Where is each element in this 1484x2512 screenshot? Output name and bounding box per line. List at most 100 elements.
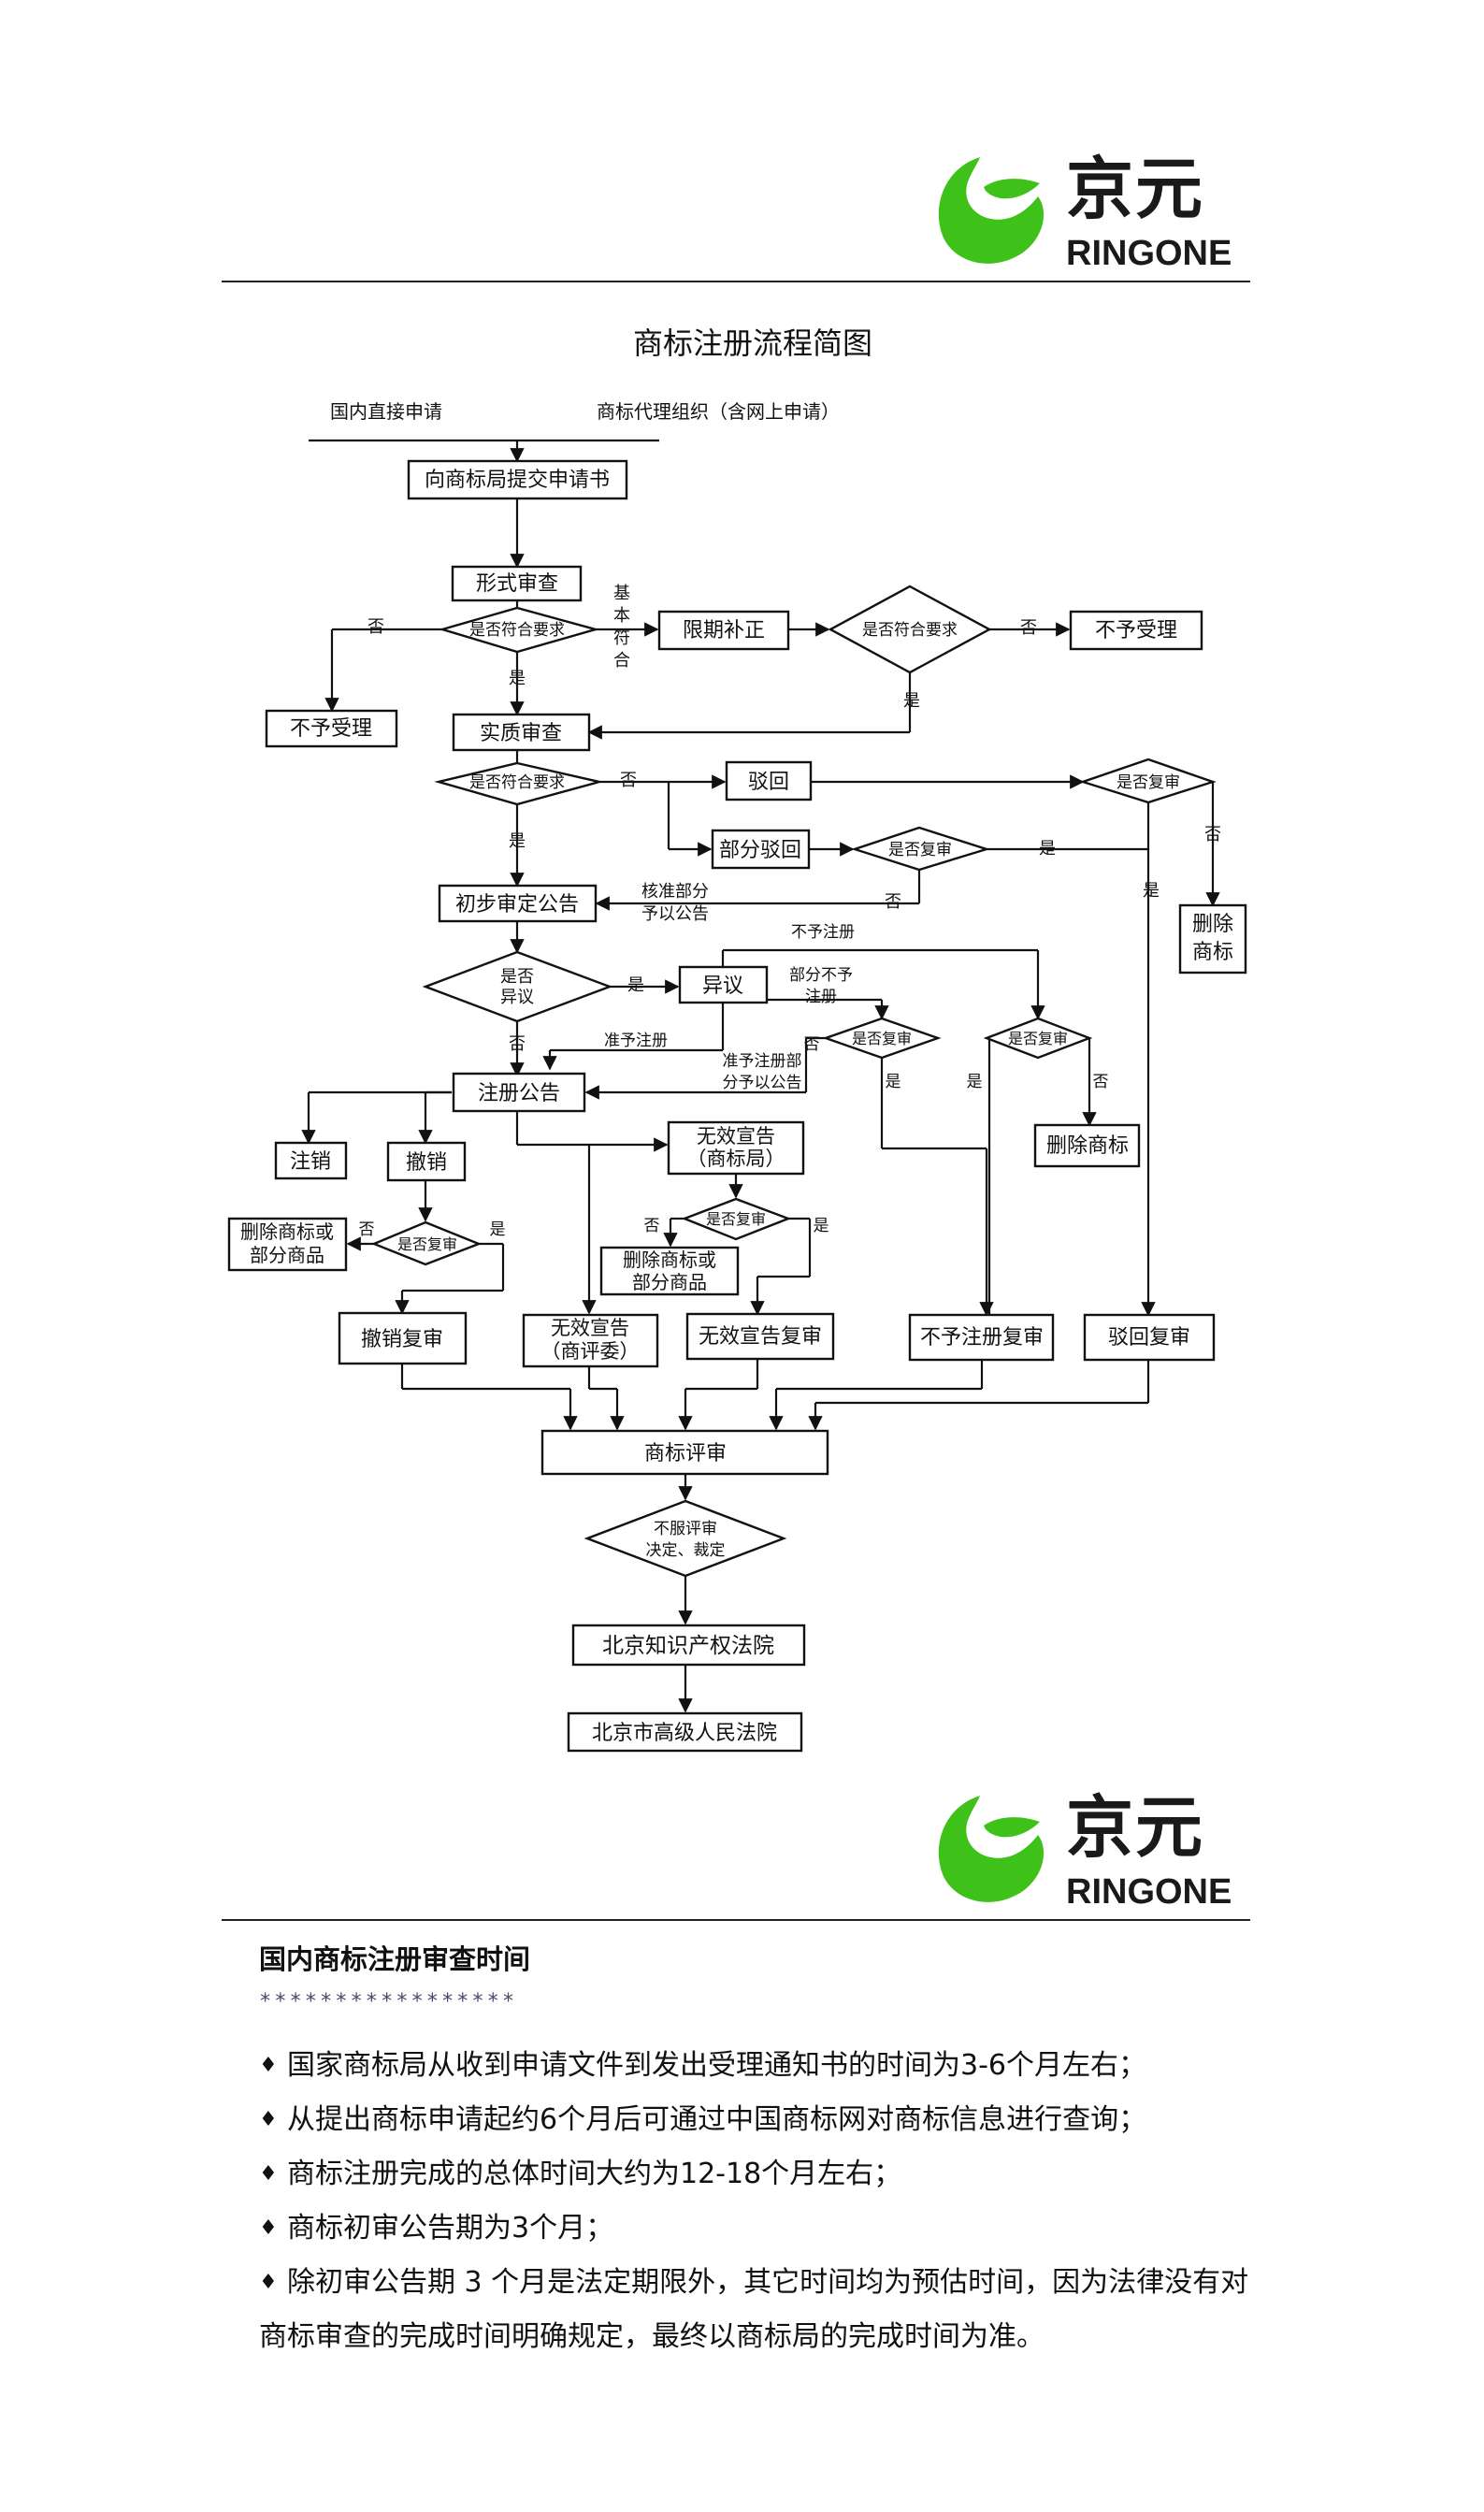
label-no-b: 否 [885,892,901,912]
diamond-review-f [681,1197,792,1241]
box-board-review [540,1429,829,1476]
label-delete-goods-1: 删除商标或 [240,1220,334,1243]
label-d-review-a: 是否复审 [1117,773,1180,792]
label-refuse-review: 驳回复审 [1108,1326,1190,1350]
label-reg-notice: 注册公告 [478,1082,560,1105]
label-part-no-reg-2: 注册 [805,988,837,1006]
label-substantive: 实质审查 [480,722,562,745]
label-no-c: 否 [804,1035,820,1054]
box-revoke-review [338,1311,468,1365]
label-reject-accept: 不予受理 [290,717,372,741]
box-invalid-board [522,1313,659,1368]
brand-name-en-2: RINGONE [1066,1872,1232,1912]
section-title: 国内商标注册审查时间 [259,1943,531,1975]
label-yes-e: 是 [490,1220,506,1239]
box-cancel-out [274,1141,348,1180]
trademark-flowchart: 商标注册流程简图 [227,325,1247,1753]
label-no-d: 否 [1093,1073,1109,1091]
label-revoke-review: 撤销复审 [361,1328,443,1351]
box-refuse-review [1083,1313,1216,1362]
label-refuse: 驳回 [748,771,789,794]
label-reg-part-1: 准予注册部 [723,1052,802,1071]
label-basic-3: 符 [613,628,630,648]
label-submit: 向商标局提交申请书 [425,469,610,492]
bullet-item-3: ♦商标注册完成的总体时间大约为12-18个月左右； [259,2147,1255,2202]
bullet-text-3: 商标注册完成的总体时间大约为12-18个月左右； [287,2158,902,2190]
box-refuse [725,760,813,801]
label-d-review-f: 是否复审 [706,1210,766,1228]
diamond-objection [422,950,613,1023]
header-rule-top [222,281,1250,282]
label-d-obj-1: 是否 [500,967,534,987]
label-part-no-reg-1: 部分不予 [789,966,853,985]
diamond-review-e [370,1220,483,1266]
box-reg-notice [452,1072,586,1113]
brand-name-cn: 京元 [1066,150,1205,228]
box-objection [678,965,769,1004]
box-high-court [567,1711,803,1753]
label-yes-3: 是 [509,831,526,851]
label-src-direct: 国内直接申请 [330,400,442,423]
box-reject-accept-2 [1069,610,1203,651]
label-cancel-out: 注销 [290,1150,331,1174]
box-ip-court [571,1624,806,1667]
label-no-obj: 否 [509,1034,526,1054]
box-revoke [386,1141,467,1182]
label-invalid-bureau-2: （商标局） [687,1148,785,1170]
label-d-appeal-2: 决定、裁定 [646,1541,726,1560]
brand-logo-mid: 京元 RINGONE [926,1788,1244,1914]
label-yes-f: 是 [814,1217,829,1235]
label-src-agent: 商标代理组织（含网上申请） [597,400,840,423]
box-prelim [438,884,598,923]
diamond-review-d [983,1017,1093,1060]
box-invalid-bureau [667,1120,805,1176]
box-submit [407,459,628,500]
label-delete-goods-3: 删除商标或 [623,1249,716,1271]
box-delete-mark-2 [1033,1123,1141,1168]
bullet-item-1: ♦国家商标局从收到申请文件到发出受理通知书的时间为3-6个月左右； [259,2039,1255,2093]
label-reject-accept-2: 不予受理 [1095,619,1177,642]
brand-name-cn-2: 京元 [1066,1788,1205,1867]
bullet-item-2: ♦从提出商标申请起约6个月后可通过中国商标网对商标信息进行查询； [259,2093,1255,2147]
header-rule-mid [222,1919,1250,1921]
label-invalid-board-2: （商评委） [541,1340,640,1363]
label-d-req2: 是否符合要求 [862,621,958,640]
label-no-3: 否 [620,771,637,790]
diamond-review-a [1079,758,1217,804]
label-delete-goods-4: 部分商品 [632,1271,707,1293]
label-d-review-c: 是否复审 [852,1030,912,1047]
label-delete-mark-box: 删除商标 [1046,1134,1129,1158]
label-yes-a: 是 [1143,881,1160,901]
label-invalid-review: 无效宣告复审 [699,1325,822,1349]
diamond-review-b [851,826,991,872]
leaf-logo-icon [938,1796,1045,1902]
label-yes-d: 是 [967,1073,983,1091]
label-approve-part-2: 予以公告 [641,904,709,924]
label-invalid-board-1: 无效宣告 [551,1317,629,1339]
label-correction: 限期补正 [683,619,765,642]
diamond-req-3 [434,761,600,806]
brand-name-en: RINGONE [1066,234,1232,273]
diamond-bullet-icon: ♦ [259,2216,278,2240]
box-correction [657,610,790,651]
diamond-review-c [822,1017,942,1060]
label-reg-part-2: 分予以公告 [723,1074,802,1092]
label-invalid-bureau-1: 无效宣告 [697,1125,775,1148]
label-d-req1: 是否符合要求 [469,621,565,640]
label-delete-goods-2: 部分商品 [250,1244,324,1266]
label-no-2: 否 [1020,618,1037,638]
bullet-item-5: ♦除初审公告期 3 个月是法定期限外，其它时间均为预估时间，因为法律没有对商标审… [259,2256,1255,2364]
diamond-bullet-icon: ♦ [259,2271,278,2294]
label-revoke: 撤销 [406,1151,447,1175]
label-d-review-d: 是否复审 [1008,1030,1068,1047]
label-no-reg-top: 不予注册 [791,923,855,942]
diamond-appeal [584,1499,787,1578]
label-no-1: 否 [367,617,384,637]
label-d-obj-2: 异议 [500,988,534,1007]
label-no-f: 否 [644,1217,660,1235]
label-prelim: 初步审定公告 [455,893,579,917]
label-yes-2: 是 [903,691,920,711]
box-reject-accept [265,709,398,748]
label-board-review: 商标评审 [644,1442,727,1465]
label-yes-b: 是 [1039,839,1056,859]
